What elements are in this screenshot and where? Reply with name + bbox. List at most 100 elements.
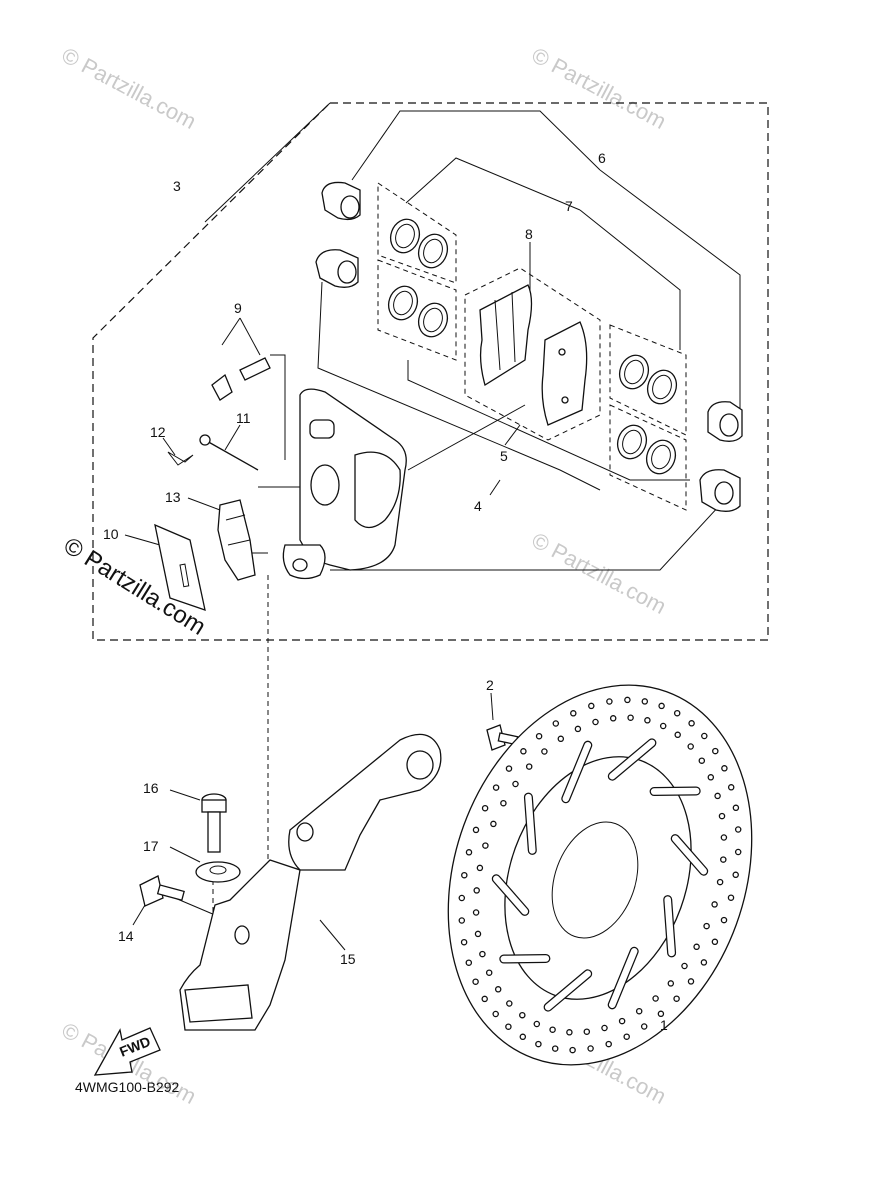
disc-hole [698, 757, 706, 764]
disc-hole [734, 848, 742, 856]
disc-hole [712, 747, 719, 755]
disc-hole [473, 887, 480, 894]
callout-12: 12 [150, 424, 166, 440]
disc-hole [505, 765, 513, 772]
callout-6: 6 [598, 150, 606, 166]
disc-hole [494, 986, 502, 993]
disc-hole [520, 748, 527, 755]
disc-hole [465, 959, 473, 966]
disc-hole [557, 735, 565, 743]
callout-2: 2 [486, 677, 494, 693]
seal-kit-left [377, 182, 457, 361]
disc-slot [671, 835, 707, 875]
disc-hole [657, 1010, 665, 1018]
disc-hole [472, 826, 480, 834]
watermark-1: © Partzilla.com [58, 42, 201, 134]
disc-hole [674, 731, 681, 739]
disc-hole [720, 856, 727, 863]
forward-arrow-icon: FWD [93, 1027, 161, 1076]
callout-13: 13 [165, 489, 181, 505]
callout-14: 14 [118, 928, 134, 944]
disc-hole [707, 774, 715, 781]
disc-hole [644, 717, 651, 724]
disc-hole [693, 943, 700, 951]
disc-hole [476, 864, 484, 872]
disc-hole [535, 1040, 542, 1048]
disc-hole [640, 1023, 648, 1030]
pad-spring [217, 499, 256, 581]
pad-pin [199, 434, 259, 471]
disc-hole [460, 938, 468, 946]
piston-right-upper [707, 401, 743, 442]
disc-hole [720, 916, 728, 924]
callout-10: 10 [103, 526, 119, 542]
disc-hole [525, 763, 533, 770]
disc-hole [458, 894, 466, 902]
disc-hole [652, 995, 659, 1002]
disc-hole [618, 1017, 626, 1025]
disc-hole [481, 804, 489, 812]
brake-disc [447, 684, 753, 1066]
disc-hole [687, 743, 694, 750]
disc-hole [492, 1010, 499, 1018]
disc-hole [641, 698, 649, 705]
callout-1: 1 [660, 1017, 668, 1033]
disc-hole [623, 1033, 630, 1040]
leader-lines [124, 102, 741, 1021]
disc-hole [535, 732, 543, 740]
callout-9: 9 [234, 300, 242, 316]
disc-hole [592, 718, 599, 726]
disc-hole [718, 812, 726, 820]
callout-11: 11 [236, 410, 251, 426]
disc-hole [574, 725, 582, 733]
disc-hole [601, 1024, 608, 1032]
piston-right-lower [699, 469, 741, 512]
bolt-14 [139, 875, 185, 907]
disc-hole [583, 1028, 591, 1035]
bolt-2 [486, 724, 519, 751]
piston-left-lower [315, 249, 359, 288]
disc-hole [714, 792, 721, 800]
callouts: 1 2 3 4 5 6 7 8 9 10 11 12 13 14 15 16 1… [103, 150, 668, 1033]
disc-hole [512, 780, 519, 788]
disc-hole [549, 1026, 556, 1033]
caliper-body [282, 388, 407, 580]
disc-slot [525, 793, 536, 854]
disc-hole [727, 784, 735, 791]
disc-hole [658, 702, 665, 710]
disc-hole [734, 826, 742, 833]
disc-hole [458, 917, 466, 924]
disc-hole [673, 995, 680, 1002]
disc-hole [472, 909, 480, 916]
disc-hole [485, 969, 493, 976]
bolt-16 [201, 793, 227, 853]
disc-hole [624, 696, 631, 704]
disc-slot [493, 875, 529, 915]
disc-hole [490, 820, 497, 828]
disc-hole [519, 1033, 527, 1041]
disc-hole [552, 720, 560, 727]
disc-slot [608, 948, 638, 1009]
disc-hole [481, 995, 488, 1003]
brake-pad-kit [464, 267, 601, 441]
disc-hole [687, 978, 695, 985]
disc-hole [500, 799, 507, 807]
disc-hole [711, 901, 718, 908]
disc-hole [533, 1020, 541, 1028]
caliper-bracket [179, 733, 442, 1031]
callout-3: 3 [173, 178, 181, 194]
disc-hole [474, 930, 482, 938]
disc-hole [711, 938, 719, 946]
disc-slot [562, 741, 592, 802]
diagram-code: 4WMG100-B292 [75, 1079, 179, 1095]
disc-slot [650, 787, 700, 795]
callout-17: 17 [143, 838, 159, 854]
disc-hole [482, 842, 489, 849]
disc-hole [587, 1045, 594, 1052]
callout-5: 5 [500, 448, 508, 464]
disc-hole [505, 1023, 512, 1030]
callout-15: 15 [340, 951, 356, 967]
bleed-screw [211, 357, 271, 401]
disc-hole [541, 748, 548, 755]
